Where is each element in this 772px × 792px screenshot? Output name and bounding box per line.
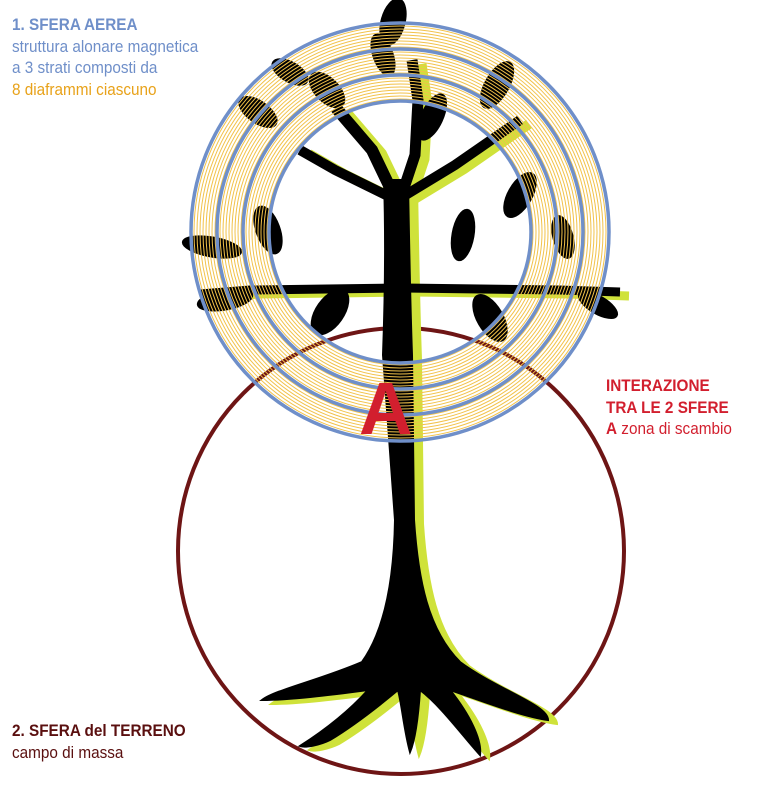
ground-sphere-label: 2. SFERA del TERRENO campo di massa [12,720,186,763]
aerial-sphere-label: 1. SFERA AEREA struttura alonare magneti… [12,14,198,100]
aerial-sphere-title: 1. SFERA AEREA [12,14,198,36]
interaction-title-line1: INTERAZIONE [606,375,732,397]
aerial-sphere-line3: 8 diaframmi ciascuno [12,79,198,101]
ground-title-suffix: TERRENO [107,721,186,740]
aerial-sphere-line1: struttura alonare magnetica [12,36,198,58]
ground-title-prefix: 2. SFERA [12,721,85,740]
interaction-label: INTERAZIONE TRA LE 2 SFERE A zona di sca… [606,375,732,440]
aerial-sphere-line2: a 3 strati composti da [12,57,198,79]
interaction-title-line2: TRA LE 2 SFERE [606,397,732,419]
ground-sphere-title: 2. SFERA del TERRENO [12,720,186,742]
interaction-zone-letter: A [606,419,617,438]
interaction-zone-line: A zona di scambio [606,418,732,440]
exchange-zone-letter: A [359,372,412,446]
interaction-zone-text: zona di scambio [617,419,732,438]
ground-title-del: del [85,721,107,740]
ground-sphere-subtitle: campo di massa [12,742,186,764]
